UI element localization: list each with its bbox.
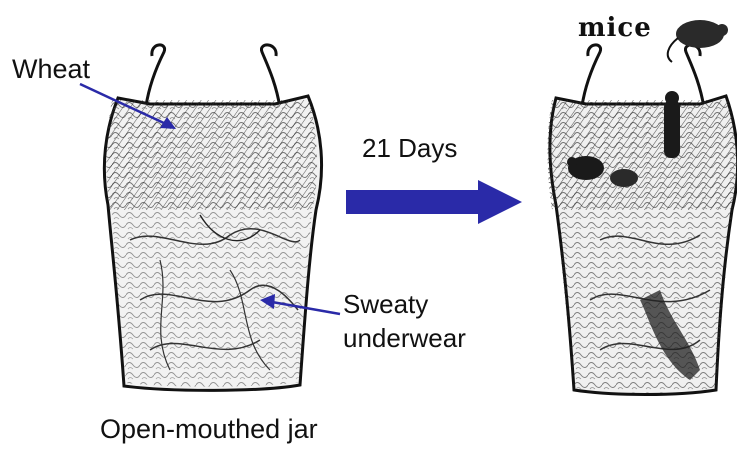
mouse-shape <box>610 169 638 187</box>
time-arrow <box>346 180 522 224</box>
mice-label: mice <box>578 15 652 41</box>
right-jar <box>548 20 737 395</box>
left-jar <box>104 45 321 390</box>
right-jar-handle-right <box>685 45 704 108</box>
mouse-shape <box>664 100 680 158</box>
days-label: 21 Days <box>362 135 457 161</box>
left-jar-handle-right <box>261 45 280 108</box>
mouse-shape <box>676 20 724 48</box>
underwear-label-line1: Sweaty <box>343 287 466 321</box>
left-jar-handle-left <box>146 45 165 106</box>
right-jar-handle-left <box>582 45 601 106</box>
wheat-label: Wheat <box>12 56 90 83</box>
jar-caption: Open-mouthed jar <box>100 416 318 443</box>
underwear-label-line2: underwear <box>343 321 466 355</box>
underwear-label: Sweaty underwear <box>343 287 466 355</box>
